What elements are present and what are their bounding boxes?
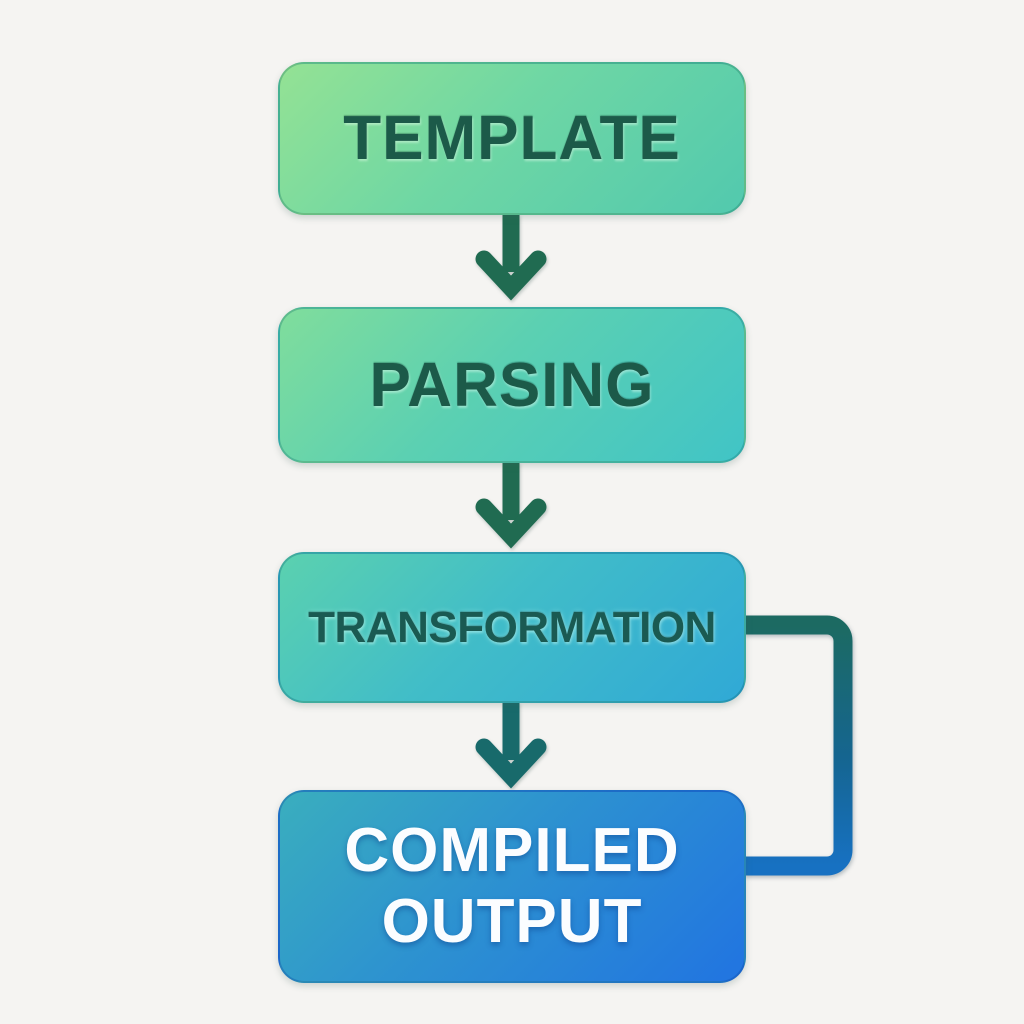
flowchart-node-parsing: PARSING (278, 307, 746, 463)
node-label: TEMPLATE (343, 104, 681, 173)
arrow-down-icon (475, 462, 547, 549)
arrow-down-icon (475, 214, 547, 301)
node-label: COMPILED OUTPUT (344, 816, 680, 956)
loop-connector (744, 615, 853, 876)
arrow-down-icon (475, 702, 547, 789)
flowchart-node-compiled-output: COMPILED OUTPUT (278, 790, 746, 983)
node-label: PARSING (369, 350, 655, 420)
node-label: TRANSFORMATION (308, 602, 716, 652)
flowchart-node-transformation: TRANSFORMATION (278, 552, 746, 703)
flowchart-node-template: TEMPLATE (278, 62, 746, 215)
